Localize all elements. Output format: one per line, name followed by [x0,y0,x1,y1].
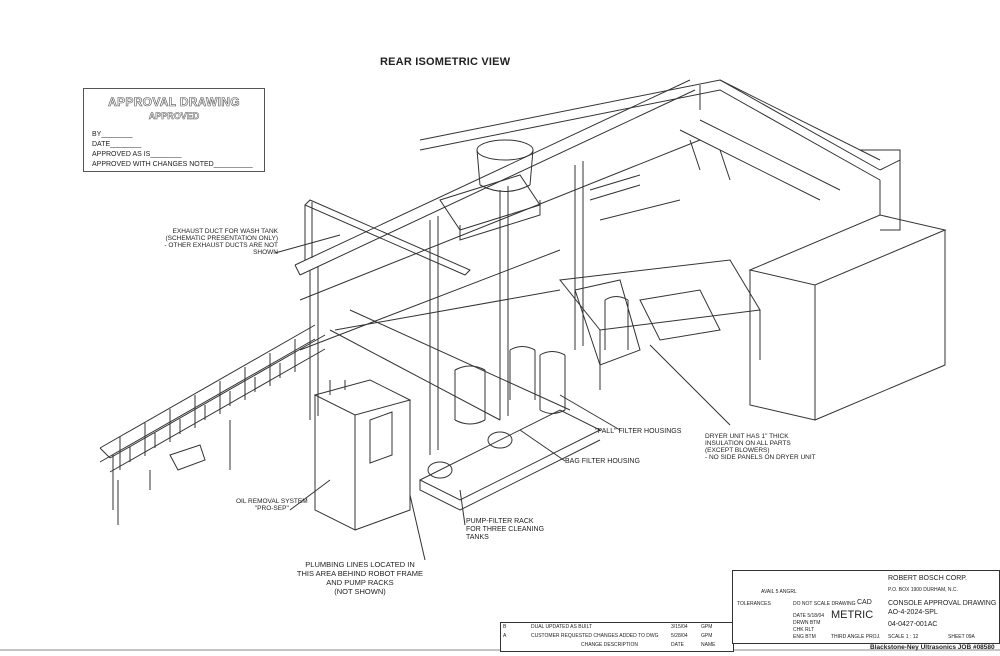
pall-filter-note: "PALL" FILTER HOUSINGS [595,428,682,435]
note-line: INSULATION ON ALL PARTS [705,440,791,447]
tolerances-label: TOLERANCES [737,601,771,607]
conveyor [99,324,326,525]
view-title: REAR ISOMETRIC VIEW [380,56,511,68]
note-line: (SCHEMATIC PRESENTATION ONLY) [165,235,278,242]
stamp-by: BY________ [92,131,133,138]
note-line: TANKS [466,534,489,541]
rev-header-name: NAME [701,642,716,648]
note-line: - OTHER EXHAUST DUCTS ARE NOT [164,242,278,249]
rev-header-desc: CHANGE DESCRIPTION [581,642,638,648]
leader-lines [274,234,731,561]
rev-letter: A [503,633,507,639]
company-address: P.O. BOX 1900 DURHAM, N.C. [888,587,958,593]
note-line: - NO SIDE PANELS ON DRYER UNIT [705,454,816,461]
drawing-subtitle: AO-4-2024-SPL [888,609,938,616]
pump-rack-note: PUMP-FILTER RACK FOR THREE CLEANING TANK… [466,518,544,542]
engineer-field: ENG BTM [793,634,816,640]
exhaust-duct [304,139,541,276]
filter-housings [418,296,629,511]
units-label: METRIC [831,609,874,621]
main-frame [294,79,901,455]
rev-header-date: DATE [671,642,684,648]
rev-date: 5/28/04 [671,633,688,639]
note-line: THIS AREA BEHIND ROBOT FRAME [296,569,424,578]
rev-name: GPM [701,624,713,630]
drawing-title: CONSOLE APPROVAL DRAWING [888,600,997,607]
drawing-number: 04-0427-001AC [888,621,938,628]
rev-letter: B [503,624,507,630]
dryer-note: DRYER UNIT HAS 1" THICK INSULATION ON AL… [705,433,816,461]
stamp-heading: APPROVAL DRAWING [108,95,240,110]
finish-label: AVAIL 5 ANGRL [761,589,797,595]
note-line: DRYER UNIT HAS 1" THICK [705,433,789,440]
rev-desc: CUSTOMER REQUESTED CHANGES ADDED TO DWG [531,633,659,639]
oil-removal-note: OIL REMOVAL SYSTEM "PRO-SEP" [236,498,308,512]
checked-by-field: CHK RLT [793,627,815,633]
exhaust-duct-note: EXHAUST DUCT FOR WASH TANK (SCHEMATIC PR… [160,228,278,256]
rev-desc: DUAL UPDATED AS BUILT [531,624,593,630]
do-not-scale-label: DO NOT SCALE DRAWING [793,601,856,607]
title-block: AVAIL 5 ANGRL TOLERANCES DO NOT SCALE DR… [732,570,1000,644]
stamp-approved-as-is: APPROVED AS IS________ [92,151,182,158]
rev-name: GPM [701,633,713,639]
note-line: OIL REMOVAL SYSTEM [236,498,308,505]
note-line: FOR THREE CLEANING [466,526,545,533]
stamp-approved-with-changes: APPROVED WITH CHANGES NOTED__________ [92,161,253,168]
note-line: PUMP-FILTER RACK [466,518,534,525]
cad-label: CAD [857,599,872,606]
note-line: (NOT SHOWN) [334,587,386,596]
sheet-field: SHEET 09A [948,634,975,640]
date-field: DATE 5/18/04 [793,613,825,619]
note-line: EXHAUST DUCT FOR WASH TANK [172,228,278,235]
company-name: ROBERT BOSCH CORP. [888,575,967,582]
plumbing-note: PLUMBING LINES LOCATED IN THIS AREA BEHI… [290,560,430,596]
note-line: "PRO-SEP" [254,505,289,512]
scale-field: SCALE 1 : 12 [888,634,919,640]
approval-stamp: APPROVAL DRAWING APPROVED BY________ DAT… [83,88,265,172]
rev-date: 3/15/04 [671,624,688,630]
stamp-date: DATE________ [92,141,142,148]
oil-removal-cabinet [313,379,412,531]
note-line: (EXCEPT BLOWERS) [705,447,770,454]
note-line: AND PUMP RACKS [326,578,394,587]
revision-block: B DUAL UPDATED AS BUILT 3/15/04 GPM A CU… [500,622,734,652]
job-footer: Blackstone-Ney Ultrasonics JOB #08580 [870,644,995,651]
note-line: PLUMBING LINES LOCATED IN [305,560,415,569]
note-line: SHOWN [253,249,278,256]
drawn-by-field: DRWN BTM [793,620,821,626]
projection-label: THIRD ANGLE PROJ. [831,634,881,640]
bag-filter-note: BAG FILTER HOUSING [565,458,640,465]
electrical-cabinet [748,180,947,421]
stamp-status: APPROVED [148,111,200,122]
